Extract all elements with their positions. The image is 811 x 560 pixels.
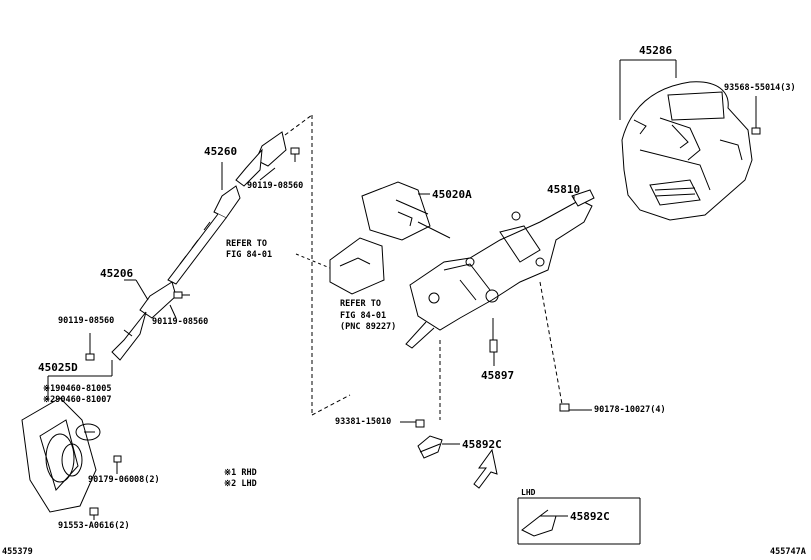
label-290460: ※290460-81007 [43,395,112,405]
figure-id-left: 455379 [2,547,33,557]
screw-90179 [113,455,122,474]
label-refer1-b: FIG 84-01 [226,250,273,260]
label-90179: 90179-06008(2) [88,475,160,485]
hole-cover-45025d [21,397,101,513]
label-93568: 93568-55014(3) [724,83,796,93]
label-90119-right: 90119-08560 [152,317,209,327]
nut-90178 [559,403,570,412]
column-assembly-45810 [405,189,595,349]
label-refer2-b: FIG 84-01 [340,311,387,321]
label-45020a: 45020A [432,188,472,201]
bracket-45892c [417,435,443,459]
label-90119-left: 90119-08560 [58,316,115,326]
u-joint-45206 [111,281,177,361]
screw-91553 [89,507,99,520]
screw-93381 [415,419,425,428]
label-45025d: 45025D [38,361,78,374]
label-refer2-a: REFER TO [340,299,381,309]
label-90119-top: 90119-08560 [247,181,304,191]
label-93381: 93381-15010 [335,417,392,427]
label-45206: 45206 [100,267,134,280]
figure-id-right: 455747A [770,547,806,557]
label-91553: 91553-A0616(2) [58,521,130,531]
label-lhd: LHD [521,488,536,497]
label-45286: 45286 [639,44,673,57]
bolt-90119-left [85,353,95,361]
lock-bracket-45020a [361,181,451,241]
lhd-box [517,497,641,545]
note-lhd: ※2 LHD [224,479,257,489]
label-45810: 45810 [547,183,581,196]
screw-93568 [751,122,761,135]
column-cover-45286 [621,81,753,221]
label-45892c-b: 45892C [570,510,610,523]
note-rhd: ※1 RHD [224,468,257,478]
direction-arrow [473,448,498,489]
intermediate-shaft-45260 [167,131,287,285]
label-refer1-a: REFER TO [226,239,267,249]
label-190460: ※190460-81005 [43,384,112,394]
bolt-90119-right [173,291,190,299]
label-45260: 45260 [204,145,238,158]
label-90178: 90178-10027(4) [594,405,666,415]
bolt-45897 [489,318,498,353]
label-45892c-a: 45892C [462,438,502,451]
dashed-boundary [284,114,351,416]
label-45897: 45897 [481,369,515,382]
sensor-block [329,237,385,295]
label-refer2-c: (PNC 89227) [340,322,397,332]
bolt-90119-top [290,147,300,162]
